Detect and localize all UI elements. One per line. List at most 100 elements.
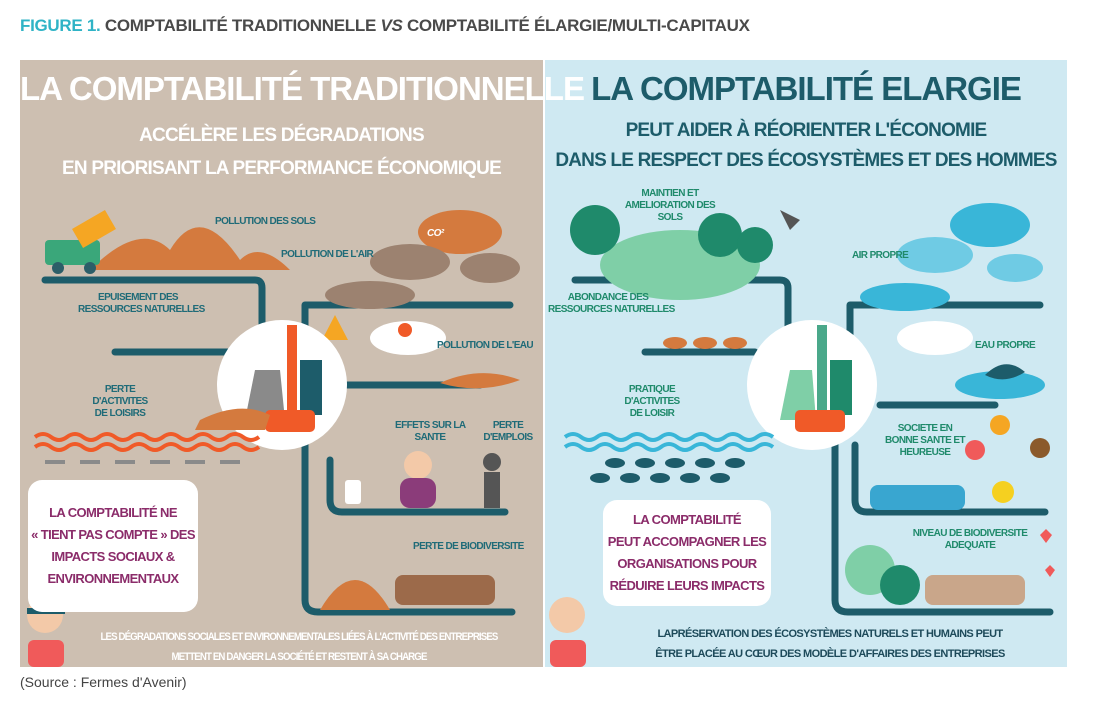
sick-person-body: [400, 478, 436, 508]
hearts-icon: [1040, 529, 1055, 577]
label-resource-abundance: ABONDANCE DES RESSOURCES NATURELLES: [548, 292, 675, 316]
factory-green-icon: [830, 360, 852, 415]
toxic-rain-cloud-icon: [370, 321, 446, 355]
label-line: AMELIORATION DES: [624, 200, 716, 211]
dead-hill: [320, 580, 390, 610]
bottom-line: ÊTRE PLACÉE AU CŒUR DES MODÈLE D'AFFAIRE…: [655, 648, 1005, 660]
happy-man-icon: [549, 597, 585, 633]
label-clean-air: AIR PROPRE: [852, 250, 909, 261]
biodiversity-trees-icon: [845, 545, 920, 605]
happy-man-body: [550, 640, 586, 667]
label-line: PERTE: [492, 420, 524, 431]
co2-clouds-icon: [325, 210, 520, 309]
co2-label: CO²: [427, 228, 444, 239]
left-message-box: LA COMPTABILITÉ NE « TIENT PAS COMPTE » …: [28, 480, 198, 612]
label-job-loss: PERTE D'EMPLOIS: [478, 420, 538, 444]
factory-icon: [300, 360, 322, 415]
happy-people-icon: [870, 485, 965, 510]
box-line: IMPACTS SOCIAUX &: [51, 549, 175, 564]
label-line: DE LOISIRS: [94, 408, 146, 419]
wheel-icon: [84, 262, 96, 274]
figure-number: FIGURE 1.: [20, 16, 101, 35]
label-line: D'ACTIVITES: [92, 396, 148, 407]
rain-cloud-icon: [897, 321, 973, 355]
label-line: SOLS: [657, 212, 683, 223]
orange-waves: [33, 432, 261, 452]
sprouts-icon: [663, 337, 747, 349]
clean-water-icon: [955, 371, 1045, 399]
label-line: D'ACTIVITES: [624, 396, 680, 407]
car-icon: [265, 410, 315, 432]
box-line: « TIENT PAS COMPTE » DES: [31, 527, 195, 542]
car-green-side-icon: [795, 410, 845, 432]
dead-animals-icon: [395, 575, 495, 605]
label-adequate-biodiversity: NIVEAU DE BIODIVERSITE ADEQUATE: [905, 528, 1035, 552]
right-bottom-text: LAPRÉSERVATION DES ÉCOSYSTÈMES NATURELS …: [600, 624, 1060, 664]
label-line: D'EMPLOIS: [483, 432, 533, 443]
label-resource-depletion: EPUISEMENT DES RESSOURCES NATURELLES: [78, 292, 205, 316]
box-line: ENVIRONNEMENTAUX: [47, 571, 179, 586]
box-line: LA COMPTABILITÉ NE: [49, 505, 177, 520]
sludge: [195, 408, 270, 430]
left-title: LA COMPTABILITÉ TRADITIONNELLE: [20, 70, 585, 107]
right-subtitle-2: DANS LE RESPECT DES ÉCOSYSTÈMES ET DES H…: [555, 150, 1057, 171]
label-line: ABONDANCE DES: [567, 292, 649, 303]
label-healthy-society: SOCIETE EN BONNE SANTE ET HEUREUSE: [885, 423, 966, 459]
box-line: PEUT ACCOMPAGNER LES: [607, 534, 767, 549]
bottom-line: LES DÉGRADATIONS SOCIALES ET ENVIRONNEME…: [100, 631, 499, 643]
bottom-line: LAPRÉSERVATION DES ÉCOSYSTÈMES NATURELS …: [657, 628, 1003, 640]
label-leisure-practice: PRATIQUE D'ACTIVITES DE LOISIR: [622, 384, 682, 420]
trees-icon: [570, 205, 773, 263]
label-line: RESSOURCES NATURELLES: [548, 304, 675, 315]
figure-title-vs: VS: [380, 16, 403, 35]
label-line: EFFETS SUR LA: [395, 420, 466, 431]
left-subtitle-1: ACCÉLÈRE LES DÉGRADATIONS: [139, 125, 425, 146]
box-line: RÉDUIRE LEURS IMPACTS: [609, 578, 765, 593]
box-line: ORGANISATIONS POUR: [617, 556, 757, 571]
label-biodiversity-loss: PERTE DE BIODIVERSITE: [413, 541, 524, 552]
bird-icon: [780, 210, 800, 230]
unemployed-person-icon: [483, 453, 501, 471]
label-health-effects: EFFETS SUR LA SANTE: [395, 420, 466, 444]
left-bottom-text: LES DÉGRADATIONS SOCIALES ET ENVIRONNEME…: [62, 627, 536, 667]
dead-fish-icons: [45, 460, 240, 464]
label-water-pollution: POLLUTION DE L'EAU: [437, 340, 534, 351]
bottom-line: METTENT EN DANGER LA SOCIÉTÉ ET RESTENT …: [171, 651, 427, 663]
chimney-green-icon: [817, 325, 827, 415]
fish-skeleton-icon: [440, 373, 520, 389]
figure-title: FIGURE 1. COMPTABILITÉ TRADITIONNELLE VS…: [20, 16, 750, 36]
healthy-fish-icons: [590, 458, 745, 483]
right-message-box: LA COMPTABILITÉ PEUT ACCOMPAGNER LES ORG…: [603, 500, 771, 606]
sick-person-icon: [404, 451, 432, 479]
left-subtitle-2: EN PRIORISANT LA PERFORMANCE ÉCONOMIQUE: [62, 158, 502, 179]
brown-hills: [90, 227, 290, 270]
label-leisure-loss: PERTE D'ACTIVITES DE LOISIRS: [90, 384, 150, 420]
hazard-sign-icon: [322, 315, 348, 340]
dump-bed-icon: [72, 209, 116, 249]
right-subtitle-1: PEUT AIDER À RÉORIENTER L'ÉCONOMIE: [625, 120, 988, 141]
label-line: ADEQUATE: [944, 540, 996, 551]
box-line: LA COMPTABILITÉ: [633, 512, 742, 527]
label-line: EPUISEMENT DES: [98, 292, 179, 303]
blindfolded-man-body: [28, 640, 64, 667]
label-line: BONNE SANTE ET: [885, 435, 966, 446]
source-caption: (Source : Fermes d'Avenir): [20, 674, 187, 690]
skull-icon: [398, 323, 412, 337]
unemployed-person-body: [484, 472, 500, 508]
figure-title-a: COMPTABILITÉ TRADITIONNELLE: [104, 16, 376, 35]
right-title: LA COMPTABILITÉ ELARGIE: [591, 70, 1022, 107]
right-pipes: [571, 276, 1054, 616]
label-line: SANTE: [414, 432, 447, 443]
label-line: PERTE: [104, 384, 136, 395]
label-line: NIVEAU DE BIODIVERSITE: [912, 528, 1028, 539]
label-line: PRATIQUE: [628, 384, 676, 395]
label-soil-pollution: POLLUTION DES SOLS: [215, 216, 316, 227]
label-soil-maintenance: MAINTIEN ET AMELIORATION DES SOLS: [620, 188, 720, 224]
truck-icon: [45, 240, 100, 265]
label-line: HEUREUSE: [899, 447, 951, 458]
blue-waves: [563, 432, 775, 452]
chimney-icon: [287, 325, 297, 415]
cooling-tower-icon: [245, 370, 285, 420]
happy-clouds-icon: [860, 203, 1043, 311]
